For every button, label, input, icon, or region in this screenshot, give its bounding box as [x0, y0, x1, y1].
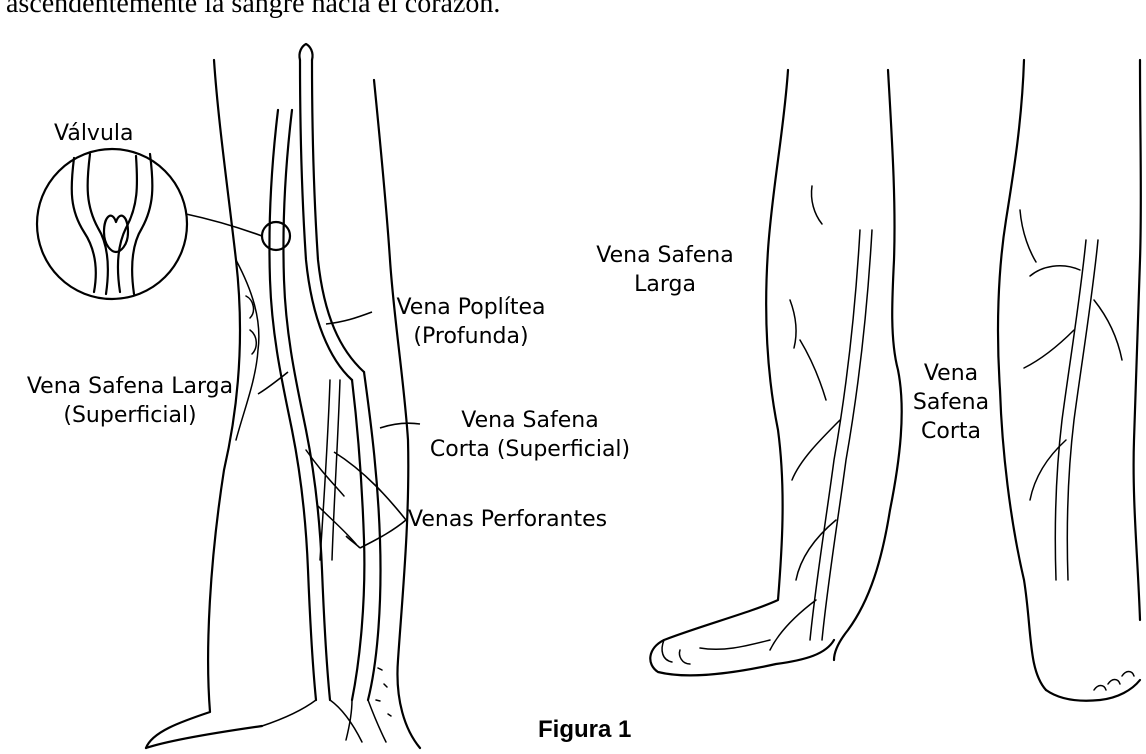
label-vena-safena-corta-superficial: Vena Safena Corta (Superficial) [420, 406, 640, 464]
figure-title: Figura 1 [538, 716, 631, 744]
middle-leg-drawing [650, 70, 901, 675]
valve-magnifier [37, 149, 290, 299]
right-leg-drawing [998, 60, 1141, 701]
label-vena-poplitea: Vena Poplítea (Profunda) [372, 293, 570, 351]
label-venas-perforantes: Venas Perforantes [408, 505, 607, 534]
label-valvula: Válvula [54, 119, 134, 148]
label-vena-safena-larga: Vena Safena Larga [582, 241, 748, 299]
label-vena-safena-larga-superficial: Vena Safena Larga (Superficial) [6, 372, 254, 430]
label-vena-safena-corta: Vena Safena Corta [904, 359, 998, 446]
